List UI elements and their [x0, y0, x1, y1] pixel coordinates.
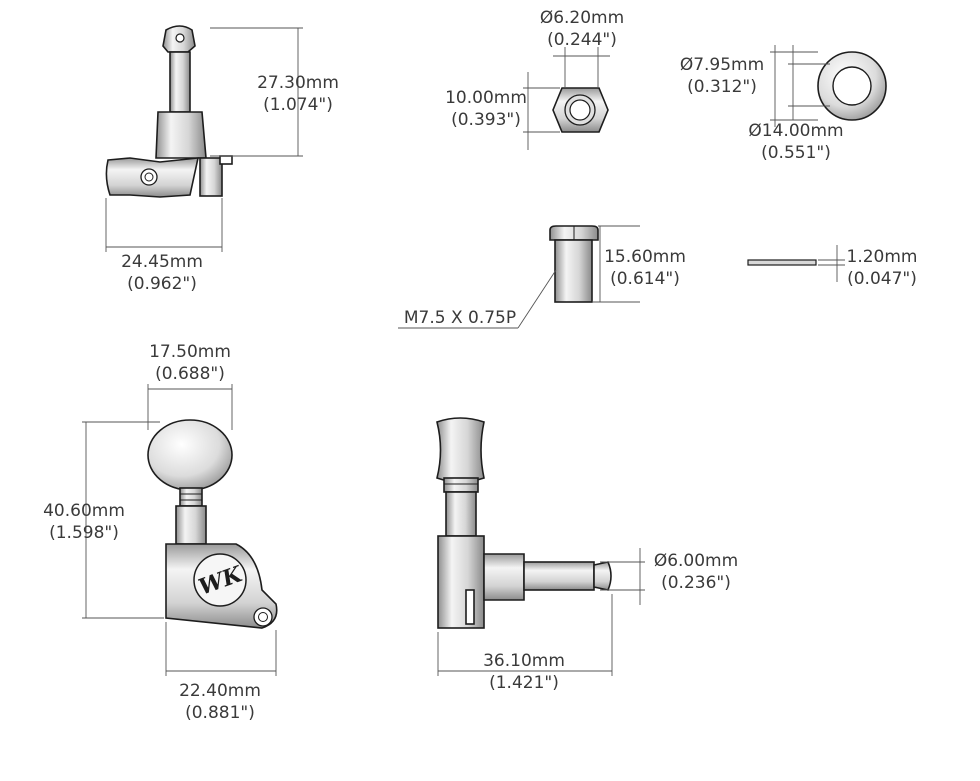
string-hole-icon [175, 33, 185, 43]
dim-post-diameter-mm: Ø6.00mm [654, 551, 738, 571]
bushing [549, 225, 599, 303]
dim-top-width-in: (0.962") [127, 274, 197, 294]
washer [817, 51, 887, 121]
dim-washer-inner-mm: Ø7.95mm [680, 55, 764, 75]
tuner-button [147, 419, 233, 491]
dim-side-length-mm: 36.10mm [483, 651, 565, 671]
mounting-screw-hole-icon [253, 607, 273, 627]
bushing-thread [554, 239, 593, 303]
tuner-side-view [436, 417, 612, 629]
side-post-base [483, 553, 525, 601]
dim-button-width-mm: 17.50mm [149, 342, 231, 362]
housing-tab [219, 155, 233, 165]
dim-top-height-in: (1.074") [263, 95, 333, 115]
dim-nut-hole-in: (0.244") [547, 30, 617, 50]
logo-badge [193, 553, 247, 607]
dim-nut-height-mm: 10.00mm [445, 88, 527, 108]
dim-top-width-mm: 24.45mm [121, 252, 203, 272]
side-housing [437, 535, 485, 629]
dim-shim-mm: 1.20mm [847, 247, 918, 267]
dim-top-height-mm: 27.30mm [257, 73, 339, 93]
tuner-front-view: WK [147, 419, 278, 629]
tuner-top-view [105, 25, 233, 198]
side-post-tip [593, 561, 612, 591]
shim-washer [747, 259, 817, 266]
housing [199, 157, 223, 197]
dim-washer-outer-in: (0.551") [761, 143, 831, 163]
dim-front-height-in: (1.598") [49, 523, 119, 543]
dim-front-width-in: (0.881") [185, 703, 255, 723]
dim-nut-hole-mm: Ø6.20mm [540, 8, 624, 28]
button-neck [179, 487, 203, 507]
side-post [523, 561, 595, 591]
side-tab [465, 589, 475, 625]
dim-button-width-in: (0.688") [155, 364, 225, 384]
button-shaft [175, 505, 207, 545]
dim-washer-inner-in: (0.312") [687, 77, 757, 97]
hex-nut [552, 87, 609, 133]
button-screw-icon [140, 168, 158, 186]
dim-nut-height-in: (0.393") [451, 110, 521, 130]
post-shaft [169, 51, 191, 113]
dim-front-width-mm: 22.40mm [179, 681, 261, 701]
dim-post-diameter-in: (0.236") [661, 573, 731, 593]
dim-bushing-height-mm: 15.60mm [604, 247, 686, 267]
nut-hole-icon [569, 99, 591, 121]
washer-hole-icon [832, 66, 872, 106]
dim-side-length-in: (1.421") [489, 673, 559, 693]
button-side-profile [436, 417, 485, 483]
side-neck [443, 477, 479, 493]
side-shaft [445, 491, 477, 537]
dim-bushing-height-in: (0.614") [610, 269, 680, 289]
dim-front-height-mm: 40.60mm [43, 501, 125, 521]
dim-shim-in: (0.047") [847, 269, 917, 289]
dim-washer-outer-mm: Ø14.00mm [748, 121, 843, 141]
thread-label: M7.5 X 0.75P [404, 308, 516, 328]
post-base [155, 111, 207, 159]
